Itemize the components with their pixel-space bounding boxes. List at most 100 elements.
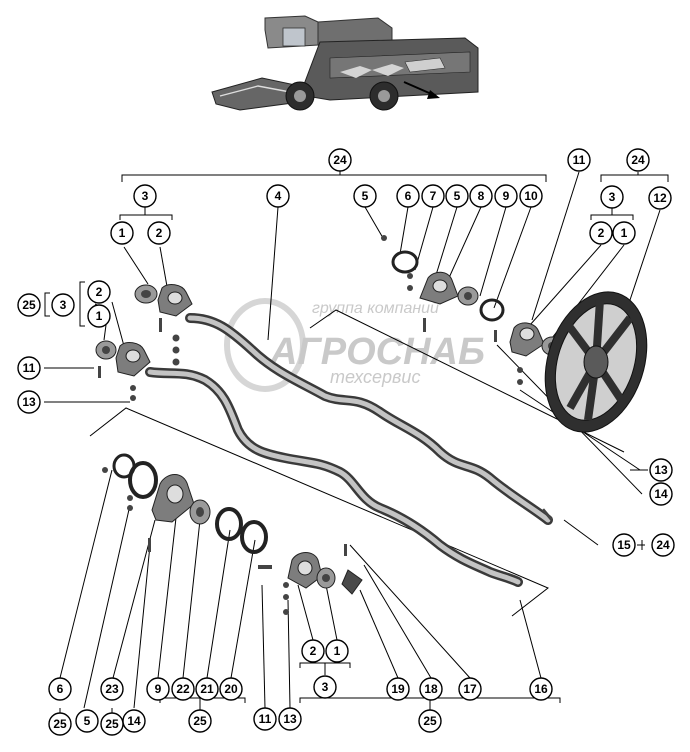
callout-label: 22 bbox=[176, 682, 190, 696]
callout-25: 25 bbox=[48, 712, 72, 736]
callout-label: 14 bbox=[127, 714, 141, 728]
callout-2: 2 bbox=[147, 221, 171, 245]
callout-label: 5 bbox=[362, 189, 369, 203]
callout-14-right: 14 bbox=[649, 482, 673, 506]
callout-label: 3 bbox=[322, 680, 329, 694]
callout-23: 23 bbox=[100, 677, 124, 701]
callout-2: 2 bbox=[301, 639, 325, 663]
callout-1: 1 bbox=[325, 639, 349, 663]
callout-13: 13 bbox=[278, 707, 302, 731]
callout-label: 1 bbox=[621, 226, 628, 240]
callout-13-right: 13 bbox=[649, 458, 673, 482]
callout-label: 9 bbox=[503, 189, 510, 203]
callout-label: 1 bbox=[334, 644, 341, 658]
callout-label: 21 bbox=[200, 682, 214, 696]
callout-label: 14 bbox=[654, 487, 668, 501]
callout-label: 10 bbox=[524, 189, 538, 203]
callout-13-left: 13 bbox=[17, 390, 41, 414]
callout-4: 4 bbox=[266, 184, 290, 208]
callout-label: 15 bbox=[617, 538, 631, 552]
callout-label: 13 bbox=[22, 395, 36, 409]
callout-label: 20 bbox=[224, 682, 238, 696]
callout-label: 16 bbox=[534, 682, 548, 696]
callout-label: 13 bbox=[283, 712, 297, 726]
callout-2: 2 bbox=[589, 221, 613, 245]
callout-25-left: 25 bbox=[17, 293, 41, 317]
leader-lines bbox=[44, 168, 669, 713]
callout-label: 3 bbox=[142, 189, 149, 203]
callout-label: 19 bbox=[391, 682, 405, 696]
parts bbox=[95, 235, 648, 615]
callout-24-side: 24 bbox=[651, 533, 675, 557]
callout-label: 3 bbox=[60, 298, 67, 312]
callout-label: 25 bbox=[53, 717, 67, 731]
callout-label: 1 bbox=[96, 309, 103, 323]
callout-10: 10 bbox=[519, 184, 543, 208]
callout-label: 24 bbox=[631, 153, 645, 167]
callout-24-right: 24 bbox=[626, 148, 650, 172]
callout-label: 25 bbox=[193, 714, 207, 728]
callout-25: 25 bbox=[188, 709, 212, 733]
callout-6: 6 bbox=[48, 677, 72, 701]
callout-9: 9 bbox=[494, 184, 518, 208]
callout-11-top: 11 bbox=[567, 148, 591, 172]
watermark-line1: группа компаний bbox=[312, 300, 439, 317]
callout-14: 14 bbox=[122, 709, 146, 733]
callout-label: 25 bbox=[105, 717, 119, 731]
callout-11-left: 11 bbox=[17, 356, 41, 380]
callout-12: 12 bbox=[648, 186, 672, 210]
callout-1: 1 bbox=[87, 304, 111, 328]
callout-label: 2 bbox=[156, 226, 163, 240]
callout-6: 6 bbox=[396, 184, 420, 208]
callout-3-left: 3 bbox=[133, 184, 157, 208]
callout-label: 2 bbox=[598, 226, 605, 240]
callout-15: 15 bbox=[612, 533, 636, 557]
callout-25: 25 bbox=[418, 709, 442, 733]
callout-label: 6 bbox=[405, 189, 412, 203]
pulley-wheel bbox=[544, 291, 648, 433]
callout-label: 13 bbox=[654, 463, 668, 477]
callout-24-top: 24 bbox=[328, 148, 352, 172]
callout-11: 11 bbox=[253, 707, 277, 731]
callout-label: 24 bbox=[656, 538, 670, 552]
callout-label: 8 bbox=[478, 189, 485, 203]
callout-20: 20 bbox=[219, 677, 243, 701]
callout-label: 11 bbox=[573, 153, 586, 167]
callout-label: 5 bbox=[454, 189, 461, 203]
callout-label: 11 bbox=[23, 361, 36, 375]
callout-5: 5 bbox=[445, 184, 469, 208]
callout-9: 9 bbox=[146, 677, 170, 701]
callout-label: 25 bbox=[423, 714, 437, 728]
callout-7: 7 bbox=[421, 184, 445, 208]
callout-label: 4 bbox=[275, 189, 282, 203]
callout-label: 2 bbox=[96, 285, 103, 299]
callout-1: 1 bbox=[110, 221, 134, 245]
watermark: группа компаний АГРОСНАБ техсервис bbox=[224, 298, 485, 392]
callout-21: 21 bbox=[195, 677, 219, 701]
callout-label: 11 bbox=[259, 712, 272, 726]
callout-5: 5 bbox=[75, 709, 99, 733]
callout-label: 5 bbox=[84, 714, 91, 728]
callout-label: 12 bbox=[653, 191, 667, 205]
callout-label: 17 bbox=[463, 682, 477, 696]
callout-label: 1 bbox=[119, 226, 126, 240]
callout-25: 25 bbox=[100, 712, 124, 736]
callout-3-bottom: 3 bbox=[313, 675, 337, 699]
callouts: 24 24 11 3 4 5 6 7 5 8 9 10 3 12 1 2 2 1… bbox=[17, 148, 675, 736]
callout-label: 3 bbox=[609, 190, 616, 204]
callout-label: 23 bbox=[105, 682, 119, 696]
callout-1: 1 bbox=[612, 221, 636, 245]
callout-label: 6 bbox=[57, 682, 64, 696]
callout-label: 7 bbox=[430, 189, 437, 203]
watermark-line3: техсервис bbox=[330, 367, 420, 387]
callout-18: 18 bbox=[419, 677, 443, 701]
callout-16: 16 bbox=[529, 677, 553, 701]
callout-17: 17 bbox=[458, 677, 482, 701]
callout-3-right: 3 bbox=[600, 185, 624, 209]
callout-5: 5 bbox=[353, 184, 377, 208]
callout-2: 2 bbox=[87, 280, 111, 304]
callout-label: 25 bbox=[22, 298, 36, 312]
callout-label: 18 bbox=[424, 682, 438, 696]
harvester-illustration bbox=[211, 15, 479, 111]
